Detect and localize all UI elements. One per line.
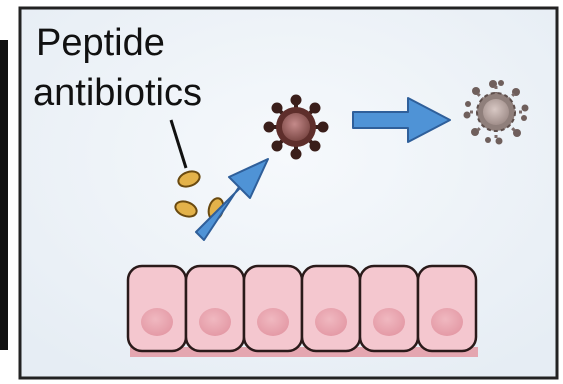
epithelial-cell-icon xyxy=(302,266,360,351)
cell-nucleus xyxy=(257,308,289,336)
epithelium xyxy=(128,266,478,357)
epithelial-cell-icon xyxy=(244,266,302,351)
cell-nucleus xyxy=(373,308,405,336)
epithelial-cell-icon xyxy=(418,266,476,351)
cell-nucleus xyxy=(199,308,231,336)
bacterium-icon xyxy=(264,95,329,160)
epithelial-cell-icon xyxy=(128,266,186,351)
epithelial-cell-icon xyxy=(360,266,418,351)
bacterium-core xyxy=(282,113,310,141)
peptide-antibiotics-label-line1: Peptide xyxy=(36,22,165,64)
damaged-bacterium-core xyxy=(483,99,509,125)
cell-nucleus xyxy=(141,308,173,336)
epithelial-cell-icon xyxy=(186,266,244,351)
cell-nucleus xyxy=(431,308,463,336)
cell-nucleus xyxy=(315,308,347,336)
left-side-bar xyxy=(0,40,8,350)
peptide-antibiotics-label-line2: antibiotics xyxy=(33,72,202,114)
